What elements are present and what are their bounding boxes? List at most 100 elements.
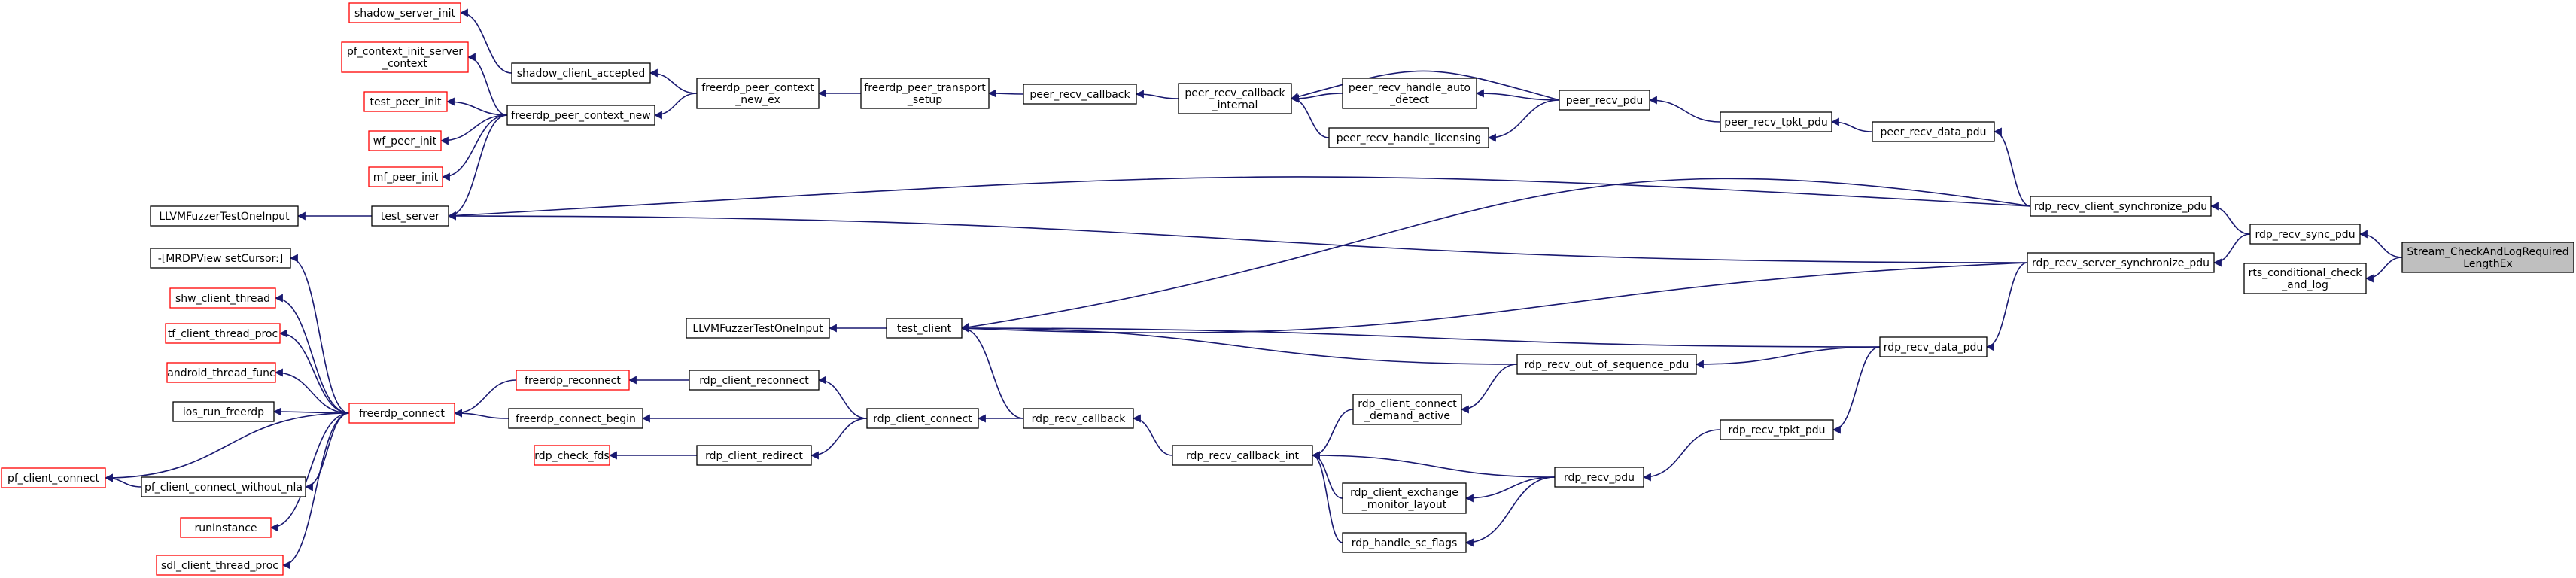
function-node-pf-connect[interactable]: pf_client_connect: [1, 467, 106, 488]
function-node-monitor[interactable]: rdp_client_exchange_monitor_layout: [1342, 482, 1467, 514]
function-node-sync[interactable]: rdp_recv_sync_pdu: [2249, 224, 2361, 245]
node-label: freerdp_connect_begin: [516, 413, 636, 425]
function-node-ctx-new-ex[interactable]: freerdp_peer_context_new_ex: [696, 78, 820, 109]
edge-test-server-to-ctx-new: [447, 114, 508, 221]
node-label: test_peer_init: [370, 96, 442, 108]
node-label: test_server: [381, 211, 439, 223]
function-node-cb-internal[interactable]: peer_recv_callback_internal: [1178, 83, 1292, 114]
function-node-rts[interactable]: rts_conditional_check_and_log: [2243, 263, 2367, 294]
function-node-mf-peer[interactable]: mf_peer_init: [368, 166, 443, 187]
node-label: LLVMFuzzerTestOneInput: [159, 211, 290, 223]
node-label: shadow_server_init: [354, 8, 456, 20]
node-box: [1879, 336, 1988, 357]
function-node-pf-nla[interactable]: pf_client_connect_without_nla: [141, 476, 306, 497]
function-node-peer-data[interactable]: peer_recv_data_pdu: [1872, 121, 1995, 142]
function-node-fr-connect[interactable]: freerdp_connect: [348, 403, 455, 424]
node-box: [169, 287, 276, 309]
node-box: [511, 62, 651, 84]
function-node-demand[interactable]: rdp_client_connect_demand_active: [1352, 394, 1462, 425]
node-box: [1516, 354, 1697, 375]
function-node-connect-begin[interactable]: freerdp_connect_begin: [508, 408, 643, 429]
function-node-out-seq[interactable]: rdp_recv_out_of_sequence_pdu: [1516, 354, 1697, 375]
node-label: android_thread_func: [167, 367, 275, 379]
node-box: [180, 517, 272, 538]
function-node-test-client[interactable]: test_client: [886, 318, 963, 339]
node-box: [368, 130, 442, 151]
edge-mf-peer-to-ctx-new: [441, 114, 508, 181]
function-node-auto-detect[interactable]: peer_recv_handle_auto_detect: [1342, 78, 1477, 109]
function-node-test-server[interactable]: test_server: [371, 205, 449, 227]
function-node-pf-ctx[interactable]: pf_context_init_server_context: [341, 41, 469, 73]
node-label: peer_recv_tpkt_pdu: [1724, 117, 1828, 129]
function-node-shadow-init[interactable]: shadow_server_init: [348, 2, 461, 23]
function-node-run[interactable]: runInstance: [180, 517, 272, 538]
node-box: [1554, 467, 1644, 488]
node-label: freerdp_peer_context_new: [511, 110, 650, 122]
function-node-shadow-acc[interactable]: shadow_client_accepted: [511, 62, 651, 84]
edge-shw-to-fr-connect: [274, 294, 350, 414]
node-box: [1172, 445, 1313, 466]
function-node-shw[interactable]: shw_client_thread: [169, 287, 276, 309]
node-box: [2243, 263, 2367, 294]
edge-pf-ctx-to-ctx-new: [467, 53, 508, 116]
edge-android-to-fr-connect: [274, 368, 350, 414]
function-node-transport[interactable]: freerdp_peer_transport_setup: [860, 78, 990, 109]
call-edge: [2210, 202, 2251, 235]
function-node-ios[interactable]: ios_run_freerdp: [172, 401, 275, 422]
function-node-tf[interactable]: tf_client_thread_proc: [165, 323, 281, 344]
edge-cb-int-to-demand: [1311, 409, 1354, 460]
call-edge: [960, 324, 1518, 365]
function-node-peer-cb[interactable]: peer_recv_callback: [1023, 84, 1137, 105]
function-node-peer-tpkt[interactable]: peer_recv_tpkt_pdu: [1720, 111, 1832, 132]
function-node-fuzz1[interactable]: LLVMFuzzerTestOneInput: [150, 205, 299, 227]
edge-transport-to-peer-cb: [987, 89, 1024, 98]
function-node-sc-flags[interactable]: rdp_handle_sc_flags: [1342, 532, 1467, 553]
call-edge: [1464, 476, 1556, 547]
function-node-peer-pdu[interactable]: peer_recv_pdu: [1559, 90, 1650, 111]
function-node-server-sync[interactable]: rdp_recv_server_synchronize_pdu: [2027, 252, 2215, 273]
call-edge: [960, 324, 1881, 348]
call-edge: [447, 114, 508, 221]
node-label: rdp_check_fds: [534, 450, 609, 462]
node-label: sdl_client_thread_proc: [161, 560, 278, 572]
node-label: shw_client_thread: [175, 293, 270, 305]
node-label: rdp_recv_out_of_sequence_pdu: [1525, 359, 1689, 371]
call-edge: [987, 89, 1024, 98]
node-box: [1720, 419, 1834, 440]
function-node-reconnect[interactable]: rdp_client_reconnect: [689, 370, 820, 391]
node-box: [1342, 78, 1477, 109]
edge-cb-int-to-recv-pdu: [1311, 451, 1556, 478]
function-node-fr-reconnect[interactable]: freerdp_reconnect: [516, 370, 630, 391]
function-node-cb-int[interactable]: rdp_recv_callback_int: [1172, 445, 1313, 466]
function-node-tpkt[interactable]: rdp_recv_tpkt_pdu: [1720, 419, 1834, 440]
call-edge: [453, 409, 509, 419]
edge-shadow-acc-to-ctx-new-ex: [649, 68, 698, 94]
function-node-client-sync[interactable]: rdp_recv_client_synchronize_pdu: [2030, 196, 2212, 217]
function-node-recv-pdu[interactable]: rdp_recv_pdu: [1554, 467, 1644, 488]
call-edge: [104, 412, 350, 482]
node-label: _monitor_layout: [1361, 499, 1447, 511]
function-node-mrdp[interactable]: -[MRDPView setCursor:]: [150, 248, 291, 269]
function-node-licensing[interactable]: peer_recv_handle_licensing: [1328, 127, 1489, 148]
function-node-data-pdu[interactable]: rdp_recv_data_pdu: [1879, 336, 1988, 357]
node-label: freerdp_connect: [359, 408, 445, 420]
call-edge: [1464, 476, 1556, 503]
node-box: [1023, 84, 1137, 105]
call-edge: [2213, 233, 2251, 267]
function-node-wf-peer[interactable]: wf_peer_init: [368, 130, 442, 151]
function-node-sdl[interactable]: sdl_client_thread_proc: [156, 555, 284, 576]
function-node-redirect[interactable]: rdp_client_redirect: [696, 445, 812, 466]
function-node-client-connect[interactable]: rdp_client_connect: [866, 408, 979, 429]
node-label: rdp_handle_sc_flags: [1352, 537, 1458, 549]
function-node-check-fds[interactable]: rdp_check_fds: [534, 445, 610, 466]
function-node-fuzz2[interactable]: LLVMFuzzerTestOneInput: [686, 318, 830, 339]
node-label: -[MRDPView setCursor:]: [158, 253, 284, 265]
function-node-recv-cb[interactable]: rdp_recv_callback: [1023, 408, 1134, 429]
call-edge: [446, 97, 508, 116]
function-node-test-peer[interactable]: test_peer_init: [363, 91, 448, 112]
function-node-ctx-new[interactable]: freerdp_peer_context_new: [506, 105, 655, 126]
function-node-android[interactable]: android_thread_func: [166, 362, 276, 383]
call-edge: [817, 376, 868, 419]
